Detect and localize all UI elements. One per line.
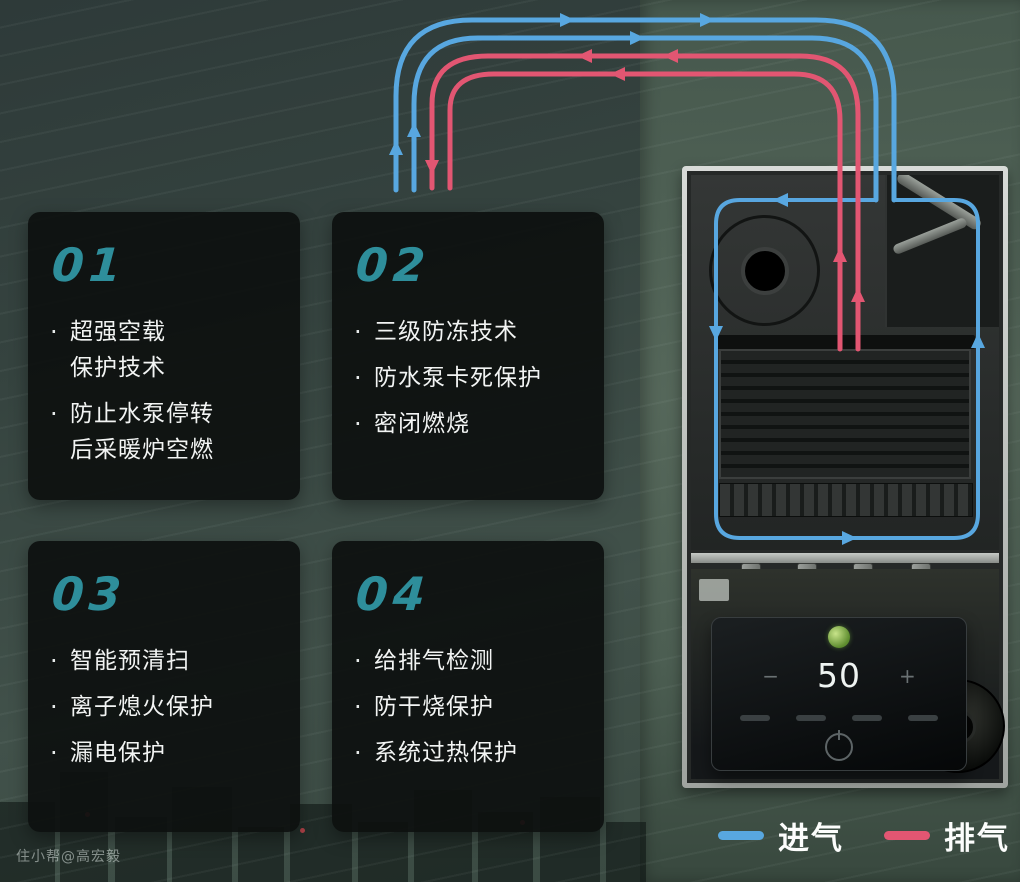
brand-logo-icon <box>828 626 850 648</box>
combustion-chamber <box>691 175 999 550</box>
temperature-display: 50 <box>817 656 861 695</box>
function-key <box>908 715 938 721</box>
function-keys <box>712 715 966 721</box>
watermark: 住小帮@高宏毅 <box>16 849 121 865</box>
building-silhouette <box>358 822 408 882</box>
bullet-dot: · <box>50 693 58 721</box>
feature-text: 给排气检测 <box>374 648 494 674</box>
sticker-label <box>699 579 729 601</box>
building-silhouette <box>606 822 646 882</box>
feature-item: · 防止水泵停转 后采暖炉空燃 <box>50 396 278 468</box>
feature-card-02: 02 · 三级防冻技术 · 防水泵卡死保护 · 密闭燃烧 <box>332 212 604 500</box>
feature-card-01: 01 · 超强空载 保护技术 · 防止水泵停转 后采暖炉空燃 <box>28 212 300 500</box>
bullet-dot: · <box>354 693 362 721</box>
feature-text: 防止水泵停转 后采暖炉空燃 <box>70 401 214 463</box>
display-row: − 50 + <box>712 618 966 695</box>
feature-card-03: 03 · 智能预清扫 · 离子熄火保护 · 漏电保护 <box>28 541 300 832</box>
legend-exhaust-label: 排气 <box>944 821 1010 857</box>
feature-item: · 漏电保护 <box>50 735 278 771</box>
heat-exchanger <box>719 349 971 479</box>
feature-text: 密闭燃烧 <box>374 411 470 437</box>
bullet-dot: · <box>354 739 362 767</box>
feature-item: · 系统过热保护 <box>354 735 582 771</box>
function-key <box>740 715 770 721</box>
antenna-light <box>300 828 305 833</box>
feature-text: 离子熄火保护 <box>70 694 214 720</box>
boiler-unit: − 50 + <box>682 166 1008 788</box>
bullet-dot: · <box>50 318 58 346</box>
feature-text: 防干烧保护 <box>374 694 494 720</box>
bullet-dot: · <box>354 364 362 392</box>
control-panel: − 50 + <box>711 617 967 771</box>
chamber-rail <box>691 553 999 563</box>
flow-legend: 进气 排气 <box>718 813 1010 858</box>
card-number: 04 <box>354 567 432 621</box>
function-key <box>852 715 882 721</box>
feature-text: 三级防冻技术 <box>374 319 518 345</box>
feature-text: 智能预清扫 <box>70 648 190 674</box>
legend-intake-swatch <box>718 831 764 840</box>
function-key <box>796 715 826 721</box>
feature-text: 防水泵卡死保护 <box>374 365 542 391</box>
burner <box>719 483 973 517</box>
feature-item: · 防水泵卡死保护 <box>354 360 582 396</box>
card-number: 02 <box>354 238 432 292</box>
bullet-dot: · <box>50 739 58 767</box>
power-line <box>838 730 840 740</box>
bullet-dot: · <box>50 400 58 428</box>
feature-item: · 超强空载 保护技术 <box>50 314 278 386</box>
feature-item: · 三级防冻技术 <box>354 314 582 350</box>
blower-fan <box>709 215 820 326</box>
bullet-dot: · <box>354 647 362 675</box>
feature-card-04: 04 · 给排气检测 · 防干烧保护 · 系统过热保护 <box>332 541 604 832</box>
legend-intake-label: 进气 <box>778 821 844 857</box>
temp-minus-label: − <box>762 663 779 688</box>
feature-item: · 给排气检测 <box>354 643 582 679</box>
boiler-interior: − 50 + <box>687 171 1005 783</box>
feature-item: · 密闭燃烧 <box>354 406 582 442</box>
feature-text: 漏电保护 <box>70 740 166 766</box>
feature-item: · 防干烧保护 <box>354 689 582 725</box>
heat-exchanger-flange <box>715 335 975 349</box>
bullet-dot: · <box>354 410 362 438</box>
card-number: 03 <box>50 567 128 621</box>
legend-exhaust-swatch <box>884 831 930 840</box>
card-number: 01 <box>50 238 128 292</box>
power-button-icon <box>825 730 853 761</box>
feature-item: · 智能预清扫 <box>50 643 278 679</box>
feature-text: 系统过热保护 <box>374 740 518 766</box>
feature-item: · 离子熄火保护 <box>50 689 278 725</box>
feature-text: 超强空载 保护技术 <box>70 319 166 381</box>
fan-hub <box>740 246 789 295</box>
bullet-dot: · <box>354 318 362 346</box>
temp-plus-label: + <box>899 663 916 688</box>
building-silhouette <box>238 827 284 882</box>
lower-compartment: − 50 + <box>691 569 1005 779</box>
bullet-dot: · <box>50 647 58 675</box>
